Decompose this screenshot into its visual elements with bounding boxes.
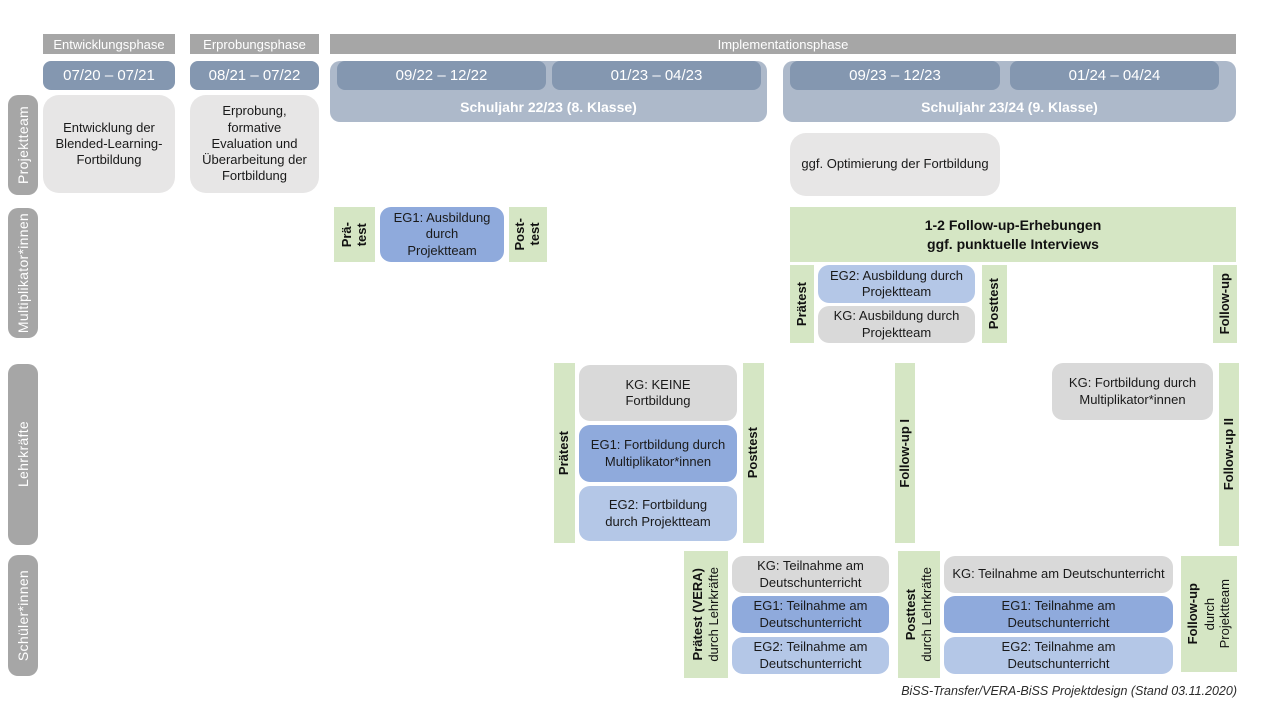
box-followup-erhebungen: 1-2 Follow-up-Erhebungen ggf. punktuelle… [790,207,1236,262]
bar-posttest-lehrkraefte-label: Posttest [745,427,761,479]
period-0922-1222: 09/22 – 12/22 [337,61,546,90]
box-eg1-deutschunterricht-1: EG1: Teilnahme am Deutschunterricht [732,596,889,633]
box-erprobung-evaluation: Erprobung, formative Evaluation und Über… [190,95,319,193]
row-label-lehrkraefte-text: Lehrkräfte [14,421,31,488]
bar-followup-multiplikatoren: Follow-up [1213,265,1237,343]
phase-header-erprobungsphase: Erprobungsphase [190,34,319,54]
period-0923-1223: 09/23 – 12/23 [790,61,1000,90]
bar-posttest-schueler: Posttest durch Lehrkräfte [898,551,940,678]
bar-praetest-multiplikatoren: Prä- test [334,207,375,262]
bar-followup-schueler-sub: durch Projektteam [1201,579,1232,649]
bar-posttest-lehrkraefte: Posttest [743,363,764,543]
box-eg1-ausbildung-projektteam: EG1: Ausbildung durch Projektteam [380,207,504,262]
box-kg-deutschunterricht-1: KG: Teilnahme am Deutschunterricht [732,556,889,593]
bar-praetest-lehrkraefte-label: Prätest [556,430,572,476]
period-0720-0721: 07/20 – 07/21 [43,61,175,90]
bar-followup2-lehrkraefte-label: Follow-up II [1220,418,1236,491]
box-kg-ausbildung-projektteam: KG: Ausbildung durch Projektteam [818,306,975,343]
bar-posttest-schueler-sub: durch Lehrkräfte [918,567,934,662]
bar-praetest2-multiplikatoren: Prätest [790,265,814,343]
bar-praetest-vera: Prätest (VERA) durch Lehrkräfte [684,551,728,678]
bar-followup-schueler-title: Follow-up [1184,583,1200,645]
bar-followup-schueler: Follow-up durch Projektteam [1181,556,1237,672]
box-entwicklung-fortbildung: Entwicklung der Blended-Learning-Fortbil… [43,95,175,193]
bar-followup1-lehrkraefte-label: Follow-up I [896,418,912,488]
bar-followup2-lehrkraefte: Follow-up II [1219,363,1239,546]
bar-followup1-lehrkraefte: Follow-up I [895,363,915,543]
bar-praetest-lehrkraefte: Prätest [554,363,575,543]
row-label-multiplikatorinnen: Multiplikator*innen [8,208,38,338]
bar-praetest-multiplikatoren-label: Prä- test [338,221,369,248]
box-eg1-deutschunterricht-2: EG1: Teilnahme am Deutschunterricht [944,596,1173,633]
bar-posttest-schueler-title: Posttest [902,588,918,641]
period-0821-0722: 08/21 – 07/22 [190,61,319,90]
bar-posttest-multiplikatoren: Post- test [509,207,547,262]
box-eg2-fortbildung-projektteam: EG2: Fortbildung durch Projektteam [579,486,737,541]
phase-header-entwicklungsphase: Entwicklungsphase [43,34,175,54]
period-0123-0423: 01/23 – 04/23 [552,61,761,90]
box-eg2-deutschunterricht-2: EG2: Teilnahme am Deutschunterricht [944,637,1173,674]
row-label-projektteam: Projektteam [8,95,38,195]
bar-followup-multiplikatoren-label: Follow-up [1216,273,1232,335]
row-label-schuelerinnen: Schüler*innen [8,555,38,676]
bar-posttest2-multiplikatoren-label: Posttest [986,278,1002,330]
box-kg-keine-fortbildung: KG: KEINE Fortbildung [579,365,737,421]
period-0124-0424: 01/24 – 04/24 [1010,61,1219,90]
phase-header-implementationsphase: Implementationsphase [330,34,1236,54]
row-label-schuelerinnen-text: Schüler*innen [14,569,31,662]
bar-praetest2-multiplikatoren-label: Prätest [793,281,809,327]
box-eg2-ausbildung-projektteam: EG2: Ausbildung durch Projektteam [818,265,975,303]
bar-posttest-multiplikatoren-label: Post- test [512,218,542,251]
bar-praetest-vera-title: Prätest (VERA) [689,568,705,661]
box-eg2-deutschunterricht-1: EG2: Teilnahme am Deutschunterricht [732,637,889,674]
box-kg-deutschunterricht-2: KG: Teilnahme am Deutschunterricht [944,556,1173,593]
box-eg1-fortbildung-multiplikatoren: EG1: Fortbildung durch Multiplikator*inn… [579,425,737,482]
box-kg-fortbildung-multiplikatoren: KG: Fortbildung durch Multiplikator*inne… [1052,363,1213,420]
bar-praetest-vera-sub: durch Lehrkräfte [705,567,721,662]
caption: BiSS-Transfer/VERA-BiSS Projektdesign (S… [901,684,1237,698]
row-label-multiplikatorinnen-text: Multiplikator*innen [14,212,31,334]
box-optimierung-fortbildung: ggf. Optimierung der Fortbildung [790,133,1000,196]
row-label-lehrkraefte: Lehrkräfte [8,364,38,545]
row-label-projektteam-text: Projektteam [14,106,31,184]
bar-posttest2-multiplikatoren: Posttest [982,265,1007,343]
